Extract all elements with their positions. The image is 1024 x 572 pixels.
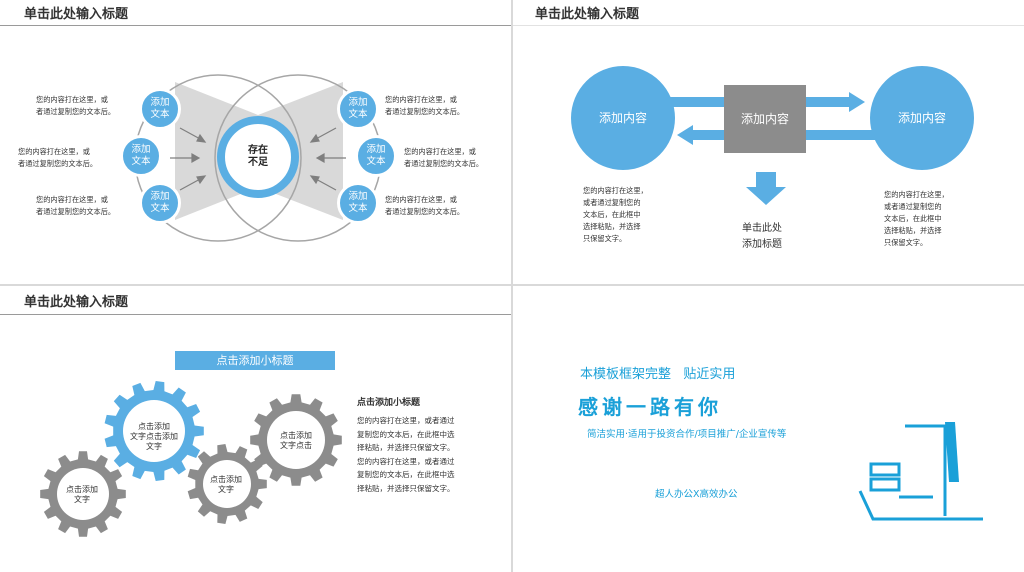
bubble-label: 添加 文本: [366, 144, 386, 167]
headline[interactable]: 感谢一路有你: [578, 395, 722, 419]
gear-label-left: 点击添加 文字: [66, 485, 98, 504]
bubble-label: 添加 文本: [348, 191, 368, 214]
circle-label: 添加内容: [897, 111, 946, 125]
left-circle[interactable]: 添加内容: [571, 66, 675, 170]
text-heading[interactable]: 点击添加小标题: [357, 398, 421, 408]
gear-label-blue: 点击添加 文字点击添加 文字: [130, 422, 178, 451]
text-body[interactable]: 您的内容打在这里，或者通过 复制您的文本后，在此框中选 择粘贴，并选择只保留文字…: [357, 416, 455, 493]
right-text-2[interactable]: 您的内容打在这里，或 者通过复制您的文本后。: [404, 147, 484, 168]
drawer-1: [869, 462, 901, 477]
bottom-label[interactable]: 单击此处 添加标题: [742, 223, 782, 250]
right-text-3[interactable]: 您的内容打在这里，或 者通过复制您的文本后。: [385, 195, 465, 216]
left-text-2[interactable]: 您的内容打在这里，或 者通过复制您的文本后。: [18, 147, 98, 168]
title-divider: [0, 25, 511, 26]
slide-exchange[interactable]: 单击此处输入标题 添加内容 添加内容 添加内容 单击此处 添加标题 您的内容打在…: [513, 0, 1024, 284]
gear-middle-hub: [203, 460, 251, 508]
slide-title[interactable]: 单击此处输入标题: [24, 295, 129, 310]
footer-brand[interactable]: 超人办公X高效办公: [655, 489, 738, 500]
right-text-1[interactable]: 您的内容打在这里，或 者通过复制您的文本后。: [385, 95, 465, 116]
desk-top: [858, 490, 983, 521]
right-bubble-2[interactable]: 添加 文本: [355, 135, 397, 177]
drawer-2: [869, 477, 901, 492]
gear-cluster: [40, 381, 342, 537]
gear-left-hub: [57, 468, 109, 520]
gear-blue-hub: [123, 400, 185, 462]
gear-label-middle: 点击添加 文字: [210, 475, 242, 494]
left-description[interactable]: 您的内容打在这里， 或者通过复制您的 文本后，在此框中 选择粘贴，并选择 只保留…: [583, 186, 648, 243]
title-divider: [513, 25, 1024, 26]
arrow-down: [746, 172, 786, 205]
left-text-3[interactable]: 您的内容打在这里，或 者通过复制您的文本后。: [36, 195, 116, 216]
title-divider: [0, 314, 511, 315]
slide-title[interactable]: 单击此处输入标题: [24, 7, 129, 22]
bubble-label: 添加 文本: [348, 97, 368, 120]
gear-right-hub: [267, 411, 325, 469]
center-circle: 存在 不足: [217, 116, 299, 198]
right-description[interactable]: 您的内容打在这里， 或者通过复制您的 文本后，在此框中 选择粘贴，并选择 只保留…: [884, 190, 949, 247]
circle-label: 添加内容: [598, 111, 647, 125]
box-label: 添加内容: [740, 112, 789, 126]
slide-gears[interactable]: 单击此处输入标题 点击添加小标题 点击添加 文字点击添加 文字 点击添加 文字点…: [0, 286, 511, 572]
slide-thanks[interactable]: 本模板框架完整 贴近实用 感谢一路有你 简洁实用·适用于投资合作/项目推广/企业…: [513, 286, 1024, 572]
right-bubble-3[interactable]: 添加 文本: [337, 182, 379, 224]
left-text-1[interactable]: 您的内容打在这里，或 者通过复制您的文本后。: [36, 95, 116, 116]
bubble-label: 添加 文本: [150, 191, 170, 214]
left-bubble-3[interactable]: 添加 文本: [139, 182, 181, 224]
office-desk-icon: [858, 422, 983, 521]
bubble-label: 添加 文本: [131, 144, 151, 167]
center-label: 存在 不足: [248, 145, 268, 168]
slide-title[interactable]: 单击此处输入标题: [535, 7, 640, 22]
subtitle-bar[interactable]: 点击添加小标题: [175, 351, 335, 370]
lamp-arm: [905, 424, 947, 516]
bubble-label: 添加 文本: [150, 97, 170, 120]
gear-label-right: 点击添加 文字点击: [280, 431, 312, 450]
left-bubble-1[interactable]: 添加 文本: [139, 88, 181, 130]
tagline[interactable]: 本模板框架完整 贴近实用: [580, 367, 736, 382]
center-box[interactable]: 添加内容: [724, 85, 806, 153]
left-bubble-2[interactable]: 添加 文本: [120, 135, 162, 177]
right-bubble-1[interactable]: 添加 文本: [337, 88, 379, 130]
usage-line[interactable]: 简洁实用·适用于投资合作/项目推广/企业宣传等: [587, 429, 787, 440]
slide-venn[interactable]: 单击此处输入标题 存在 不足 添加 文本 添加 文本 添加 文本 添加 文本 添…: [0, 0, 511, 284]
right-circle[interactable]: 添加内容: [870, 66, 974, 170]
lamp-head: [945, 422, 959, 482]
venn-graphic: [134, 74, 382, 242]
